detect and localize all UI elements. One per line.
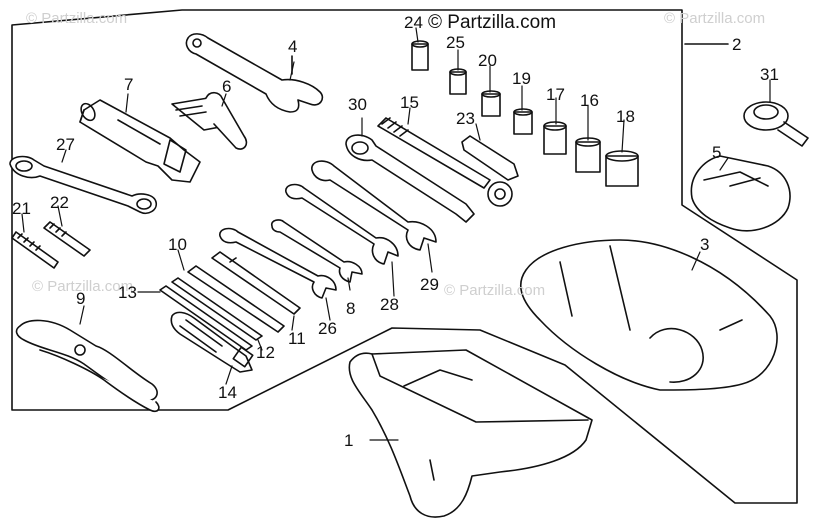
screwdriver-12 — [171, 277, 263, 341]
pin-spanner — [171, 91, 248, 150]
callout-15: 15 — [400, 93, 419, 112]
socket-20 — [481, 90, 501, 117]
callout-13: 13 — [118, 283, 137, 302]
callout-9: 9 — [76, 289, 86, 308]
callout-17: 17 — [546, 85, 565, 104]
callout-11: 11 — [288, 329, 306, 348]
callout-25: 25 — [446, 33, 465, 52]
watermark-faded-top-left: © Partzilla.com — [26, 10, 128, 27]
socket-19 — [513, 108, 533, 135]
callout-2: 2 — [732, 35, 742, 54]
callout-16: 16 — [580, 91, 599, 110]
leader-lines — [21, 27, 771, 441]
callout-22: 22 — [50, 193, 69, 212]
adjustable-wrench — [185, 33, 324, 113]
socket-18 — [605, 150, 639, 187]
open-end-wrench-28 — [285, 183, 399, 265]
callout-7: 7 — [124, 75, 134, 94]
tool-pouch — [690, 155, 791, 232]
open-end-wrench-8 — [270, 219, 363, 283]
callout-26: 26 — [318, 319, 337, 338]
callout-21: 21 — [12, 199, 31, 218]
callout-27: 27 — [56, 135, 75, 154]
screwdriver-grip — [170, 311, 254, 373]
open-end-wrench-29 — [311, 160, 437, 251]
spark-plug-wrench — [79, 99, 201, 183]
callout-14: 14 — [218, 383, 237, 402]
feeler-gauge — [743, 101, 809, 147]
extension-bar — [461, 135, 519, 181]
callout-23: 23 — [456, 109, 475, 128]
callout-5: 5 — [712, 143, 722, 162]
callout-31: 31 — [760, 65, 779, 84]
callout-24: 24 — [404, 13, 423, 32]
callout-4: 4 — [288, 37, 298, 56]
callout-8: 8 — [346, 299, 356, 318]
tool-case — [348, 349, 593, 518]
callout-12: 12 — [256, 343, 275, 362]
callout-29: 29 — [420, 275, 439, 294]
socket-16 — [575, 137, 601, 173]
watermark-faded-right: © Partzilla.com — [664, 10, 766, 27]
callout-6: 6 — [222, 77, 232, 96]
callout-30: 30 — [348, 95, 367, 114]
callout-18: 18 — [616, 107, 635, 126]
screwdriver-13 — [159, 285, 253, 351]
callout-28: 28 — [380, 295, 399, 314]
pliers — [15, 319, 160, 413]
screwdriver-11 — [211, 251, 301, 315]
pin-21 — [11, 231, 59, 269]
socket-17 — [543, 121, 567, 155]
socket-driver — [377, 117, 513, 207]
watermark-faded-middle: © Partzilla.com — [444, 282, 546, 299]
tool-set-boundary-line — [11, 9, 798, 504]
open-end-wrench-26 — [219, 227, 337, 299]
callout-10: 10 — [168, 235, 187, 254]
callout-1: 1 — [344, 431, 354, 450]
socket-25 — [449, 68, 467, 95]
callout-20: 20 — [478, 51, 497, 70]
watermark-faded-left: © Partzilla.com — [32, 278, 134, 295]
socket-24 — [411, 40, 429, 71]
callout-3: 3 — [700, 235, 710, 254]
offset-box-wrench — [9, 155, 158, 215]
tool-bag — [519, 239, 778, 391]
screwdriver-10 — [187, 265, 285, 333]
pin-22 — [43, 221, 91, 257]
box-end-wrench-30 — [345, 134, 475, 223]
callout-19: 19 — [512, 69, 531, 88]
watermark-top: © Partzilla.com — [428, 12, 557, 33]
